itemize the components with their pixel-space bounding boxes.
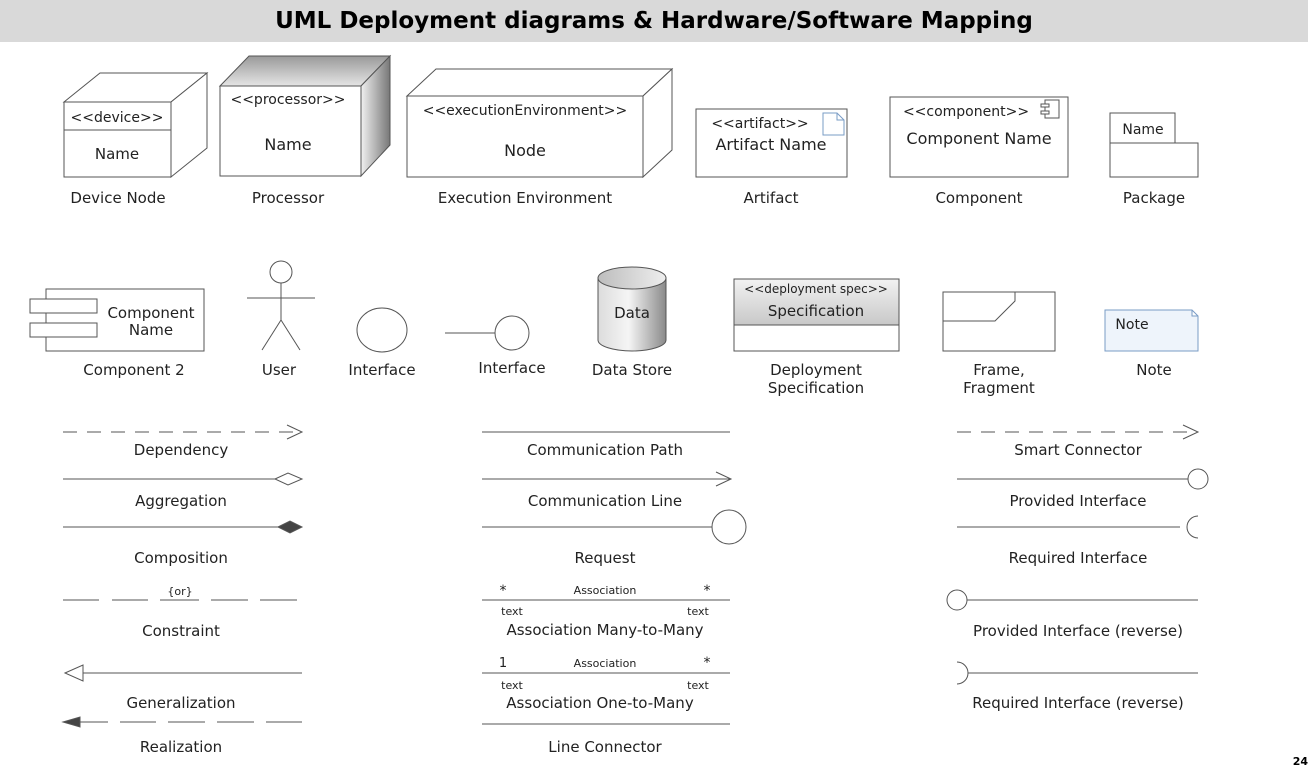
request-label: Request: [575, 549, 636, 567]
composition-label: Composition: [134, 549, 228, 567]
package-shape: [1109, 112, 1199, 178]
assoc-om-name: Association: [574, 657, 637, 670]
execution-environment-shape: [405, 67, 674, 179]
note-name: Note: [1115, 317, 1148, 333]
data-store-name: Data: [614, 304, 650, 322]
title-bar: UML Deployment diagrams & Hardware/Softw…: [0, 0, 1308, 42]
deployment-spec-label-line1: Deployment: [770, 361, 862, 379]
dependency-label: Dependency: [134, 441, 229, 459]
line-connector-label: Line Connector: [548, 738, 662, 756]
interface-label: Interface: [348, 361, 415, 379]
device-stereotype: <<device>>: [71, 110, 164, 126]
frame-label-line2: Fragment: [963, 379, 1035, 397]
assoc-om-right-text: text: [687, 679, 709, 692]
processor-name: Name: [264, 135, 311, 154]
artifact-shape: [695, 108, 848, 178]
component2-label: Component 2: [83, 361, 184, 379]
component2-shape: [29, 288, 205, 352]
device-node-shape: [62, 71, 209, 179]
processor-shape: [218, 54, 392, 178]
assoc-one-many-label: Association One-to-Many: [506, 694, 694, 712]
dependency-connector: [63, 424, 304, 440]
note-label: Note: [1136, 361, 1172, 379]
assoc-om-left-text: text: [501, 679, 523, 692]
realization-connector: [61, 716, 302, 728]
required-interface-connector: [957, 515, 1199, 539]
assoc-mm-right-text: text: [687, 605, 709, 618]
interface-lollipop-label: Interface: [478, 359, 545, 377]
data-store-cylinder: [597, 266, 667, 352]
package-name: Name: [1122, 122, 1163, 138]
exec-env-name: Node: [504, 141, 546, 160]
provided-interface-reverse-connector: [946, 589, 1198, 611]
component-stereotype: <<component>>: [903, 104, 1029, 120]
smart-connector-label: Smart Connector: [1014, 441, 1142, 459]
processor-stereotype: <<processor>>: [230, 92, 345, 108]
required-interface-reverse-connector: [956, 661, 1198, 685]
component2-name-line1: Component: [107, 304, 194, 322]
artifact-doc-icon: [822, 112, 845, 136]
data-store-label: Data Store: [592, 361, 672, 379]
device-node-label: Device Node: [70, 189, 165, 207]
deployment-spec-stereotype: <<deployment spec>>: [744, 282, 888, 296]
smart-connector: [957, 424, 1200, 440]
component-icon: [1040, 99, 1060, 119]
device-name: Name: [95, 145, 139, 163]
exec-env-label: Execution Environment: [438, 189, 612, 207]
deployment-spec-name: Specification: [768, 302, 864, 320]
user-actor-icon: [247, 260, 315, 351]
communication-line-label: Communication Line: [528, 492, 682, 510]
provided-interface-reverse-label: Provided Interface (reverse): [973, 622, 1183, 640]
frame-fragment-shape: [942, 291, 1056, 352]
provided-interface-connector: [957, 468, 1209, 490]
assoc-om-right-multiplicity: *: [704, 655, 711, 671]
aggregation-label: Aggregation: [135, 492, 227, 510]
constraint-text: {or}: [167, 585, 192, 598]
generalization-connector: [63, 664, 302, 682]
required-interface-reverse-label: Required Interface (reverse): [972, 694, 1184, 712]
communication-path-label: Communication Path: [527, 441, 683, 459]
request-connector: [482, 509, 747, 545]
exec-env-stereotype: <<executionEnvironment>>: [423, 103, 628, 119]
constraint-label: Constraint: [142, 622, 220, 640]
assoc-mm-left-text: text: [501, 605, 523, 618]
composition-connector: [63, 520, 304, 534]
package-label: Package: [1123, 189, 1185, 207]
required-interface-label: Required Interface: [1009, 549, 1148, 567]
page-number: 24: [1292, 755, 1308, 768]
communication-line-connector: [482, 471, 733, 487]
realization-label: Realization: [140, 738, 222, 756]
aggregation-connector: [63, 472, 304, 486]
interface-lollipop-icon: [445, 315, 530, 351]
assoc-mm-right-multiplicity: *: [704, 583, 711, 599]
component-shape: [889, 96, 1069, 178]
component-name: Component Name: [906, 129, 1051, 148]
interface-circle-icon: [356, 307, 408, 353]
component2-name-line2: Name: [129, 321, 173, 339]
provided-interface-label: Provided Interface: [1009, 492, 1146, 510]
frame-label-line1: Frame,: [973, 361, 1025, 379]
component-label: Component: [935, 189, 1022, 207]
assoc-om-left-multiplicity: 1: [499, 656, 507, 671]
page-title: UML Deployment diagrams & Hardware/Softw…: [275, 8, 1033, 34]
artifact-stereotype: <<artifact>>: [711, 116, 808, 132]
processor-label: Processor: [252, 189, 325, 207]
deployment-spec-shape: [733, 278, 900, 352]
generalization-label: Generalization: [126, 694, 235, 712]
deployment-spec-label-line2: Specification: [768, 379, 864, 397]
assoc-many-many-label: Association Many-to-Many: [506, 621, 703, 639]
artifact-label: Artifact: [743, 189, 798, 207]
user-label: User: [262, 361, 297, 379]
assoc-mm-name: Association: [574, 584, 637, 597]
note-shape: [1104, 309, 1199, 352]
assoc-mm-left-multiplicity: *: [500, 583, 507, 599]
artifact-name: Artifact Name: [715, 135, 826, 154]
